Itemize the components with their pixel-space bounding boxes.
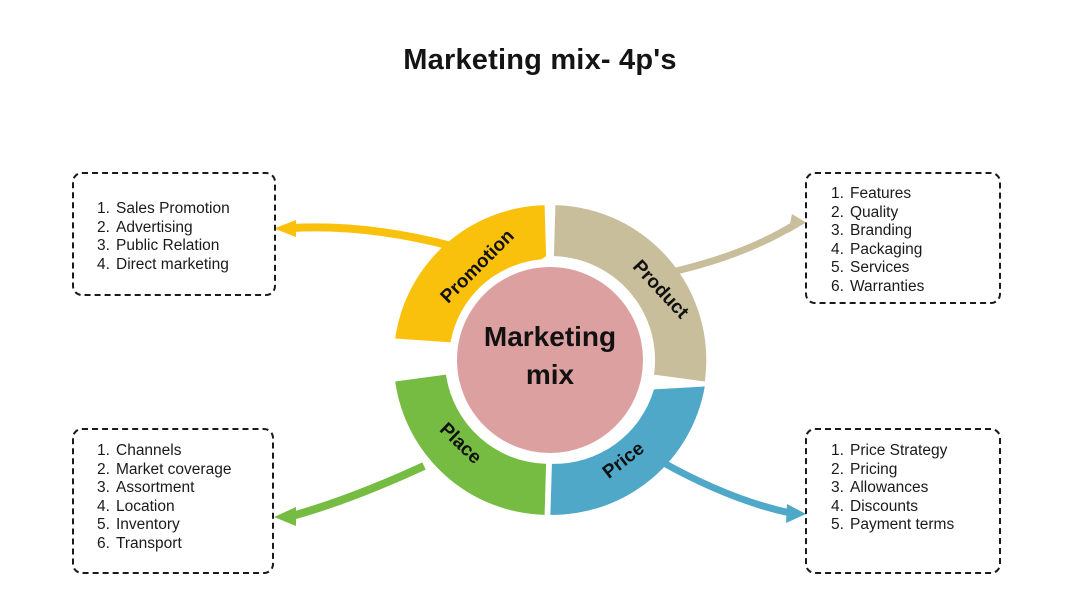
list-item-number: 5. [831,516,844,534]
list-item: 5. Inventory [97,516,272,535]
center-title-line2: mix [526,359,575,390]
page-title: Marketing mix- 4p's [403,44,677,76]
list-item-number: 3. [97,479,110,497]
price-detail-box[interactable]: 1.Price Strategy 2.Pricing 3.Allowances … [805,428,1001,574]
list-item-text: Payment terms [850,516,955,534]
list-item-number: 6. [831,277,844,295]
list-item: 3. Allowances [831,479,999,498]
list-item-text: Allowances [850,479,929,497]
list-item: 3. Public Relation [97,237,274,256]
list-item-number: 3. [97,237,110,255]
list-item: 6. Transport [97,535,272,554]
list-item-number: 1. [831,442,844,459]
list-item-number: 4. [97,497,110,515]
list-item: 1. Sales Promotion [97,200,274,219]
list-item-text: Inventory [116,516,180,534]
list-item-text: Assortment [116,479,195,497]
list-item-number: 1. [831,185,844,202]
list-item-number: 1. [97,442,110,459]
list-item: 4. Location [97,498,272,517]
list-item-text: Quality [850,203,899,221]
list-item: 3. Assortment [97,479,272,498]
list-item: 2. Quality [831,204,999,223]
list-item-number: 4. [97,255,110,273]
center-circle [457,267,643,453]
arrow-promotion [274,220,457,251]
list-item-number: 5. [831,259,844,277]
price-list: 1.Price Strategy 2.Pricing 3.Allowances … [807,430,999,535]
connector-arrows [274,214,806,526]
list-item-number: 3. [831,479,844,497]
arrow-product [671,214,806,276]
list-item-text: Discounts [850,497,919,515]
list-item: 4. Packaging [831,241,999,260]
list-item-text: Transport [116,534,182,552]
place-detail-box[interactable]: 1. Channels 2. Market coverage 3. Assortmen… [72,428,274,574]
list-item-number: 2. [831,460,844,478]
list-item: 2. Market coverage [97,461,272,480]
center-title-line1: Marketing [484,321,616,352]
place-list: 1. Channels 2. Market coverage 3. Assortmen… [74,430,272,554]
segment-place[interactable] [395,374,547,515]
list-item-text: Direct marketing [116,255,229,273]
list-item: 1. Features [831,185,999,204]
list-item-number: 1. [97,200,110,217]
list-item-text: Features [850,185,912,202]
donut-segments [395,205,707,515]
list-item: 2. Advertising [97,219,274,238]
list-item: 2. Pricing [831,461,999,480]
list-item-text: Location [116,497,175,515]
list-item: 6. Warranties [831,278,999,297]
list-item-number: 4. [831,497,844,515]
list-item-text: Market coverage [116,460,232,478]
segment-promotion[interactable] [395,205,547,346]
list-item-number: 5. [97,516,110,534]
list-item-text: Channels [116,442,182,459]
list-item-number: 6. [97,534,110,552]
list-item-text: Branding [850,222,913,240]
list-item-number: 3. [831,222,844,240]
list-item: 3. Branding [831,222,999,241]
promotion-detail-box[interactable]: 1. Sales Promotion 2. Advertising 3. Public… [72,172,276,296]
list-item-text: Price Strategy [850,442,948,459]
promotion-list: 1. Sales Promotion 2. Advertising 3. Public… [74,174,274,274]
list-item-text: Advertising [116,218,193,236]
list-item-text: Pricing [850,460,898,478]
list-item: 4. Discounts [831,498,999,517]
list-item: 4. Direct marketing [97,256,274,275]
segment-price[interactable] [550,386,705,515]
list-item: 5. Payment terms [831,516,999,535]
list-item: 1. Channels [97,442,272,461]
list-item-number: 2. [831,203,844,221]
list-item-number: 2. [97,460,110,478]
segment-product[interactable] [553,205,707,382]
list-item-text: Packaging [850,240,923,258]
arrow-place [274,462,426,526]
list-item: 1. Price Strategy [831,442,999,461]
list-item-number: 2. [97,218,110,236]
product-detail-box[interactable]: 1. Features 2. Quality 3. Branding 4. Packag… [805,172,1001,304]
arrow-price [660,458,806,523]
list-item-text: Public Relation [116,237,220,255]
list-item-text: Warranties [850,277,925,295]
list-item-number: 4. [831,240,844,258]
product-list: 1. Features 2. Quality 3. Branding 4. Packag… [807,174,999,297]
list-item-text: Services [850,259,910,277]
list-item-text: Sales Promotion [116,200,230,217]
list-item: 5. Services [831,259,999,278]
